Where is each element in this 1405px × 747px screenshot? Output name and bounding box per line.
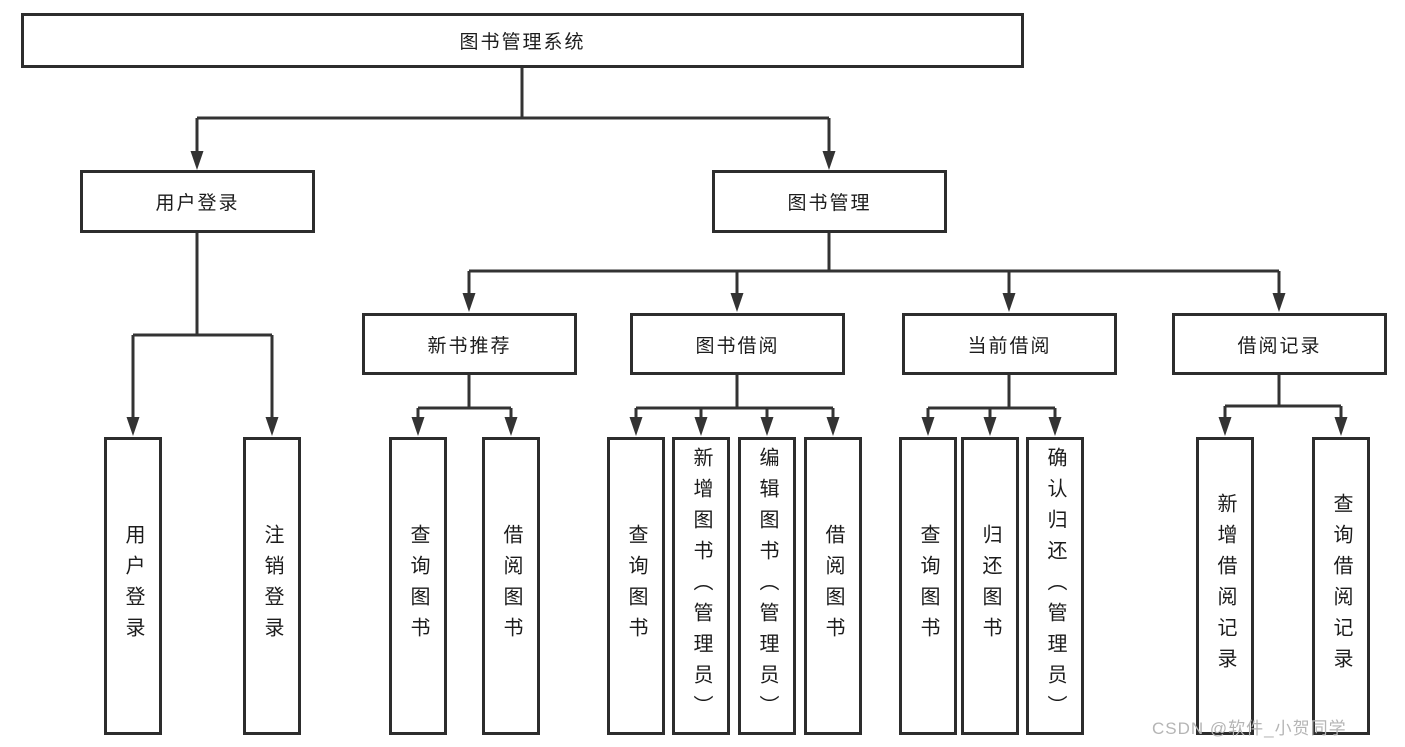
csdn-watermark: CSDN @软件_小贺同学 — [1152, 719, 1347, 738]
node-leaf-query-book-current: 查询图书 — [899, 437, 957, 735]
node-leaf-query-book-borrow-label: 查询图书 — [625, 524, 647, 648]
arrow-down-icons — [126, 151, 1348, 436]
node-leaf-add-book-admin: 新增图书（管理员） — [672, 437, 730, 735]
node-leaf-edit-book-admin: 编辑图书（管理员） — [738, 437, 796, 735]
connector-lines — [131, 68, 1343, 421]
node-book-borrow: 图书借阅 — [630, 313, 845, 375]
node-leaf-borrow-book: 借阅图书 — [804, 437, 862, 735]
node-leaf-confirm-return-admin-label: 确认归还（管理员） — [1044, 446, 1066, 726]
node-leaf-query-book-recommend-label: 查询图书 — [407, 524, 429, 648]
node-leaf-edit-book-admin-label: 编辑图书（管理员） — [756, 446, 778, 726]
node-leaf-borrow-book-recommend: 借阅图书 — [482, 437, 540, 735]
node-borrow-record-label: 借阅记录 — [1237, 335, 1322, 357]
node-user-login: 用户登录 — [80, 170, 315, 233]
node-book-manage-label: 图书管理 — [787, 193, 872, 214]
node-new-book-recommend-label: 新书推荐 — [427, 335, 512, 357]
node-leaf-return-book: 归还图书 — [961, 437, 1019, 735]
node-leaf-user-login-label: 用户登录 — [122, 524, 144, 648]
node-user-login-label: 用户登录 — [155, 193, 240, 214]
node-root-label: 图书管理系统 — [459, 32, 586, 53]
node-book-manage: 图书管理 — [712, 170, 947, 233]
node-current-borrow-label: 当前借阅 — [967, 335, 1052, 357]
node-leaf-query-book-borrow: 查询图书 — [607, 437, 665, 735]
node-leaf-query-book-current-label: 查询图书 — [917, 524, 939, 648]
node-leaf-query-book-recommend: 查询图书 — [389, 437, 447, 735]
node-leaf-add-book-admin-label: 新增图书（管理员） — [690, 446, 712, 726]
node-leaf-return-book-label: 归还图书 — [979, 524, 1001, 648]
node-new-book-recommend: 新书推荐 — [362, 313, 577, 375]
node-leaf-add-borrow-record-label: 新增借阅记录 — [1214, 493, 1236, 679]
node-leaf-add-borrow-record: 新增借阅记录 — [1196, 437, 1254, 735]
node-root: 图书管理系统 — [21, 13, 1024, 68]
node-leaf-logout-label: 注销登录 — [261, 524, 283, 648]
node-leaf-logout: 注销登录 — [243, 437, 301, 735]
node-leaf-borrow-book-label: 借阅图书 — [822, 524, 844, 648]
node-leaf-borrow-book-recommend-label: 借阅图书 — [500, 524, 522, 648]
node-current-borrow: 当前借阅 — [902, 313, 1117, 375]
node-leaf-confirm-return-admin: 确认归还（管理员） — [1026, 437, 1084, 735]
node-book-borrow-label: 图书借阅 — [695, 335, 780, 357]
node-leaf-query-borrow-record-label: 查询借阅记录 — [1330, 493, 1352, 679]
node-leaf-user-login: 用户登录 — [104, 437, 162, 735]
node-leaf-query-borrow-record: 查询借阅记录 — [1312, 437, 1370, 735]
node-borrow-record: 借阅记录 — [1172, 313, 1387, 375]
